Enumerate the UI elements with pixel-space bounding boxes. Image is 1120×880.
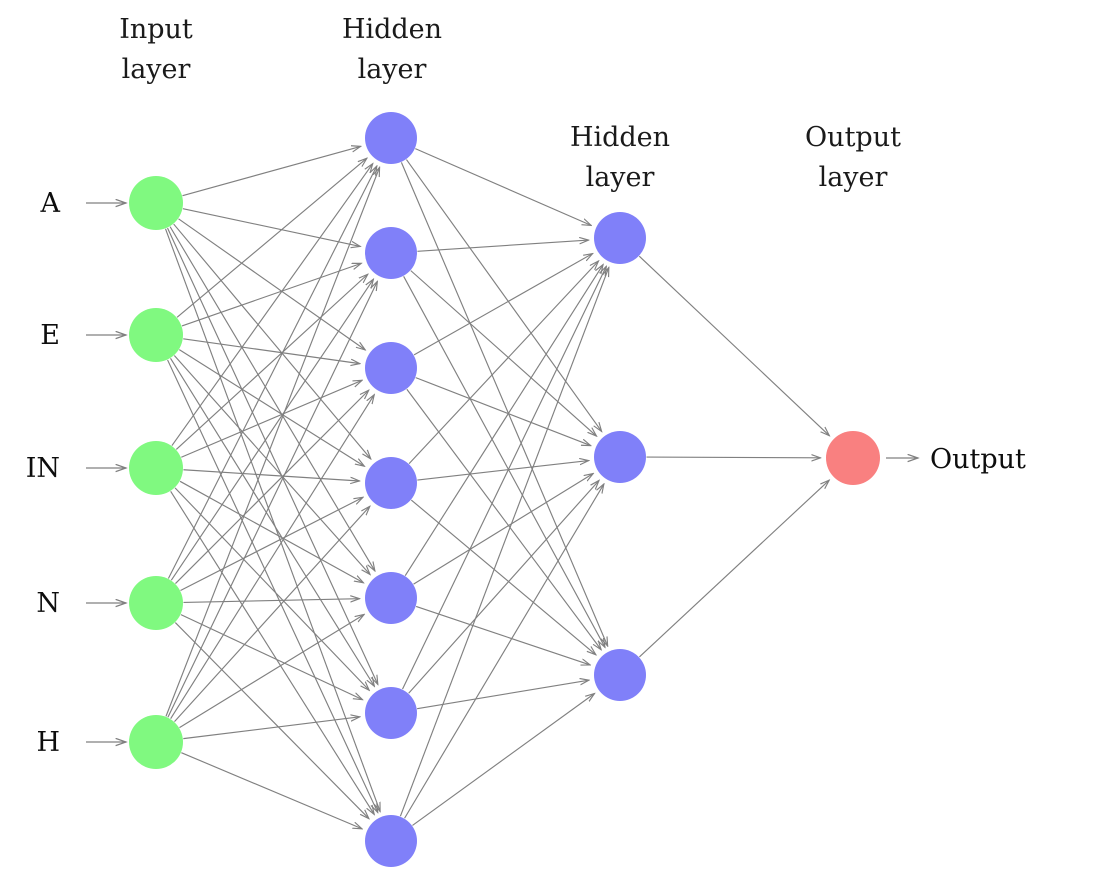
edge-input-layer-4-to-hidden-layer-1-6 [180,614,363,700]
edge-input-layer-2-to-hidden-layer-1-5 [173,355,370,575]
hidden-layer-1-heading: Hidden layer [342,14,442,85]
edge-input-layer-2-to-hidden-layer-1-3 [183,338,360,364]
edge-input-layer-5-to-hidden-layer-1-7 [181,752,362,829]
edge-hidden-layer-1-1-to-hidden-layer-2-1 [415,148,591,226]
edge-hidden-layer-1-3-to-hidden-layer-2-2 [415,377,591,446]
edge-hidden-layer-1-7-to-hidden-layer-2-2 [404,484,604,819]
input-label-in: IN [26,453,60,484]
edge-hidden-layer-2-1-to-output-layer-1 [638,255,829,436]
edge-input-layer-5-to-hidden-layer-1-4 [174,506,369,723]
edge-input-layer-5-to-hidden-layer-1-2 [167,281,377,718]
edge-hidden-layer-1-1-to-hidden-layer-2-3 [400,162,607,646]
node-hidden-layer-1-6[interactable] [365,687,417,739]
edge-input-layer-2-to-hidden-layer-1-2 [181,263,361,327]
node-hidden-layer-1-4[interactable] [365,457,417,509]
input-layer-heading-line2: layer [122,54,191,85]
edge-hidden-layer-1-2-to-hidden-layer-2-1 [417,240,588,252]
edge-input-layer-4-to-hidden-layer-1-1 [167,166,376,579]
edge-input-layer-3-to-hidden-layer-1-1 [171,164,373,446]
edge-hidden-layer-1-3-to-hidden-layer-2-3 [406,388,601,650]
edge-input-layer-1-to-hidden-layer-1-2 [182,208,360,247]
edge-input-layer-4-to-hidden-layer-1-3 [175,390,368,584]
edge-input-layer-2-to-hidden-layer-1-1 [176,158,367,318]
node-hidden-layer-1-3[interactable] [365,342,417,394]
output-layer-heading-line2: layer [819,162,888,193]
edge-input-layer-3-to-hidden-layer-1-7 [170,490,375,814]
edge-hidden-layer-1-4-to-hidden-layer-2-3 [410,499,596,655]
edge-hidden-layer-2-3-to-output-layer-1 [638,480,829,658]
edge-hidden-layer-1-4-to-hidden-layer-2-1 [408,261,598,465]
edge-hidden-layer-2-2-to-output-layer-1 [646,457,821,458]
node-input-layer-3[interactable] [129,441,183,495]
edge-input-layer-3-to-hidden-layer-1-2 [175,274,367,450]
hidden-layer-1-heading-line1: Hidden [342,14,442,45]
input-layer-heading-line1: Input [119,14,193,45]
edge-hidden-layer-1-6-to-hidden-layer-2-1 [401,266,607,690]
edge-hidden-layer-1-3-to-hidden-layer-2-1 [413,254,593,356]
edge-hidden-layer-1-7-to-hidden-layer-2-3 [412,693,594,826]
node-hidden-layer-2-2[interactable] [594,431,646,483]
edge-input-layer-1-to-hidden-layer-1-4 [173,223,371,459]
edge-input-layer-1-to-hidden-layer-1-5 [169,226,375,571]
hidden-layer-2-heading-line1: Hidden [570,122,670,153]
input-label-a: A [40,188,61,219]
labels-group: AEINNHOutputInputlayerHiddenlayerHiddenl… [26,14,1026,758]
edge-hidden-layer-1-5-to-hidden-layer-2-1 [404,265,603,576]
hidden-layer-2-heading-line2: layer [586,162,655,193]
edge-input-layer-5-to-hidden-layer-1-5 [179,614,364,729]
edge-hidden-layer-1-6-to-hidden-layer-2-2 [408,480,599,694]
hidden-layer-1-heading-line2: layer [358,54,427,85]
nodes-group [129,112,880,867]
edge-hidden-layer-1-2-to-hidden-layer-2-2 [410,270,597,436]
edge-hidden-layer-1-2-to-hidden-layer-2-3 [403,276,605,647]
edge-input-layer-1-to-hidden-layer-1-7 [164,228,381,812]
io-arrows-group [86,203,918,742]
node-hidden-layer-2-1[interactable] [594,212,646,264]
node-hidden-layer-1-1[interactable] [365,112,417,164]
edge-input-layer-2-to-hidden-layer-1-7 [167,359,378,812]
edges-group [164,146,830,829]
node-hidden-layer-2-3[interactable] [594,649,646,701]
edge-input-layer-5-to-hidden-layer-1-6 [183,717,359,740]
edge-hidden-layer-1-5-to-hidden-layer-2-3 [415,605,590,665]
edge-input-layer-3-to-hidden-layer-1-4 [183,469,359,481]
edge-hidden-layer-1-6-to-hidden-layer-2-3 [417,680,589,710]
output-layer-heading-line1: Output [805,122,901,153]
input-label-h: H [36,727,60,758]
edge-input-layer-4-to-hidden-layer-1-7 [174,622,369,819]
input-label-n: N [36,588,60,619]
input-layer-heading: Input layer [119,14,193,85]
edge-input-layer-1-to-hidden-layer-1-3 [178,218,366,350]
edge-input-layer-5-to-hidden-layer-1-3 [170,395,375,720]
output-layer-heading: Output layer [805,122,901,193]
edge-input-layer-5-to-hidden-layer-1-1 [165,167,380,717]
edge-input-layer-3-to-hidden-layer-1-5 [179,480,363,582]
node-input-layer-1[interactable] [129,176,183,230]
edge-input-layer-2-to-hidden-layer-1-6 [170,358,375,686]
edge-input-layer-3-to-hidden-layer-1-3 [181,380,362,458]
edge-hidden-layer-1-5-to-hidden-layer-2-2 [413,474,594,585]
node-hidden-layer-1-2[interactable] [365,227,417,279]
edge-input-layer-4-to-hidden-layer-1-4 [180,497,362,592]
node-hidden-layer-1-5[interactable] [365,572,417,624]
node-input-layer-2[interactable] [129,308,183,362]
edge-input-layer-4-to-hidden-layer-1-5 [183,599,359,603]
output-label: Output [930,444,1026,475]
edge-input-layer-1-to-hidden-layer-1-1 [182,146,361,197]
hidden-layer-2-heading: Hidden layer [570,122,670,193]
node-output-layer-1[interactable] [826,431,880,485]
node-input-layer-5[interactable] [129,715,183,769]
edge-hidden-layer-1-4-to-hidden-layer-2-2 [417,461,588,481]
edge-input-layer-3-to-hidden-layer-1-6 [174,487,369,690]
edge-input-layer-2-to-hidden-layer-1-4 [178,349,364,467]
input-label-e: E [40,320,60,351]
node-hidden-layer-1-7[interactable] [365,815,417,867]
node-input-layer-4[interactable] [129,576,183,630]
edge-hidden-layer-1-1-to-hidden-layer-2-2 [405,159,601,432]
edge-input-layer-1-to-hidden-layer-1-6 [166,227,378,684]
edge-hidden-layer-1-7-to-hidden-layer-2-1 [399,267,608,817]
edge-input-layer-4-to-hidden-layer-1-2 [170,279,373,581]
